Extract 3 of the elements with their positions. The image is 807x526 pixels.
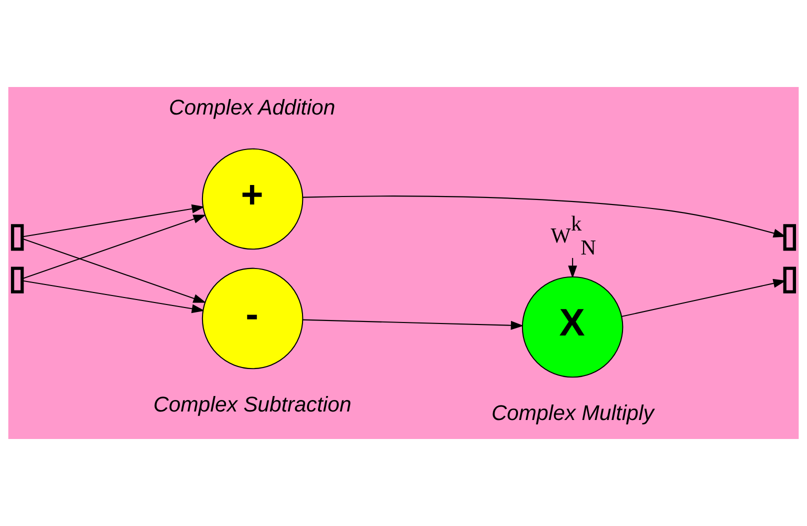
- node-label: Complex Addition: [168, 96, 336, 120]
- node-label: Complex Multiply: [492, 400, 654, 425]
- node-label: Complex Subtraction: [153, 392, 352, 416]
